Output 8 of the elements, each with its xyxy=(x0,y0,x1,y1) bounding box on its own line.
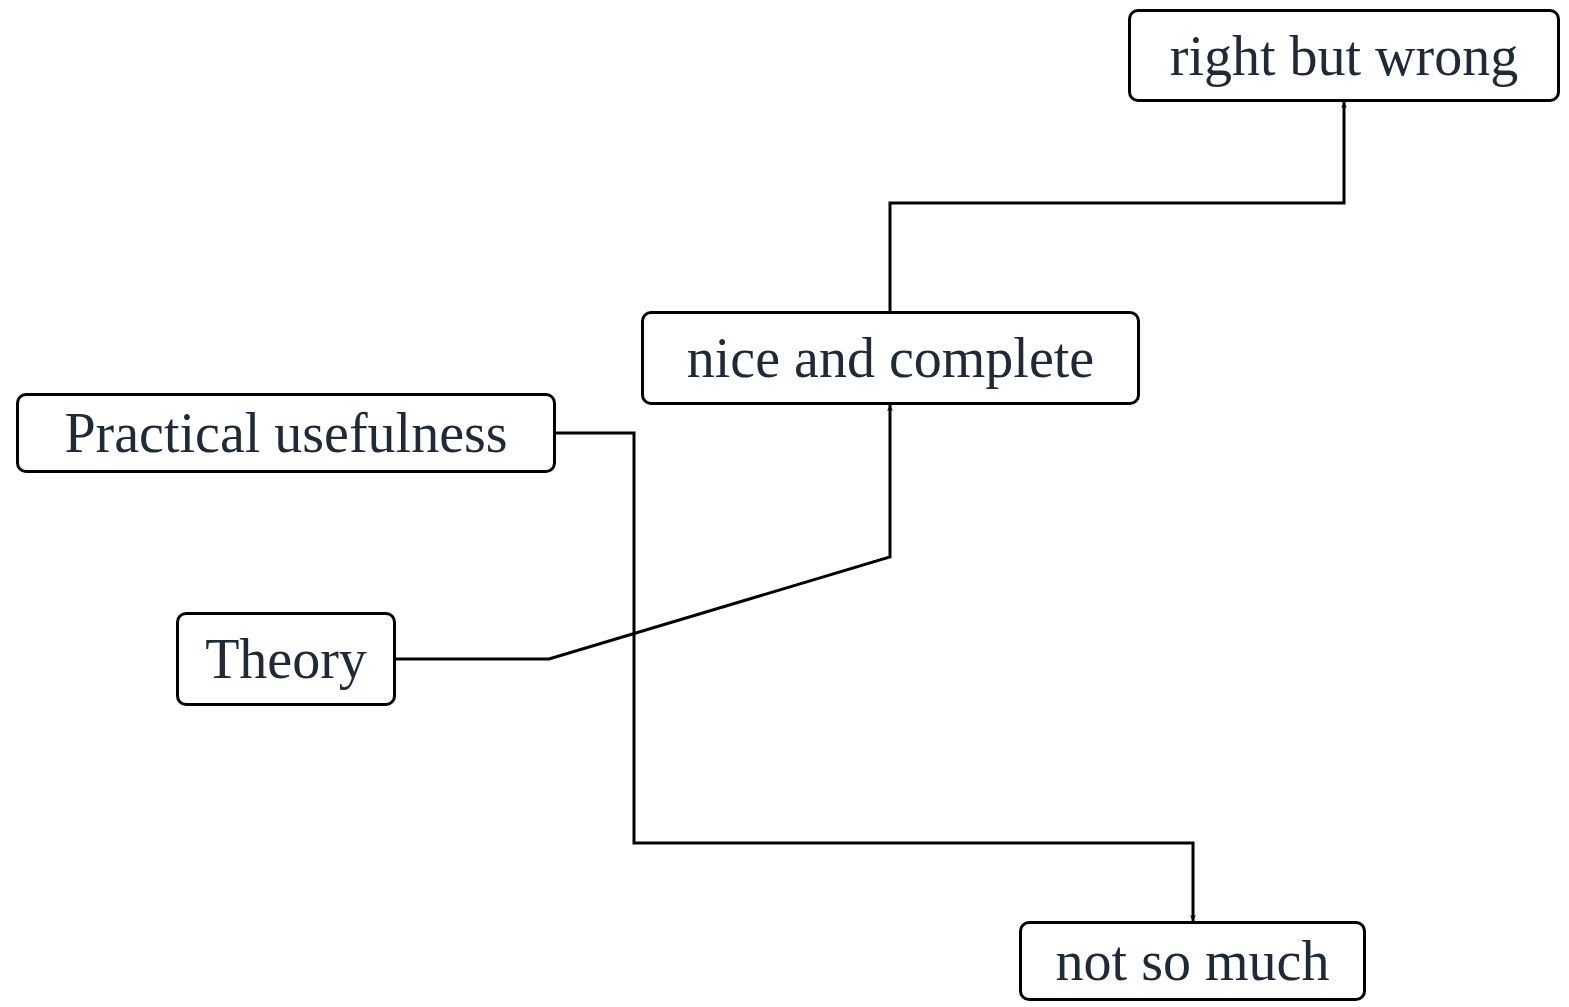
label-box: not so much xyxy=(1019,921,1366,1001)
label-box: right but wrong xyxy=(1128,9,1560,102)
arrow xyxy=(556,431,1196,921)
arrow xyxy=(396,405,893,661)
arrow xyxy=(888,102,1347,311)
label-box: Practical usefulness xyxy=(16,393,556,473)
label-box: nice and complete xyxy=(641,311,1140,405)
label-box: Theory xyxy=(176,612,396,706)
